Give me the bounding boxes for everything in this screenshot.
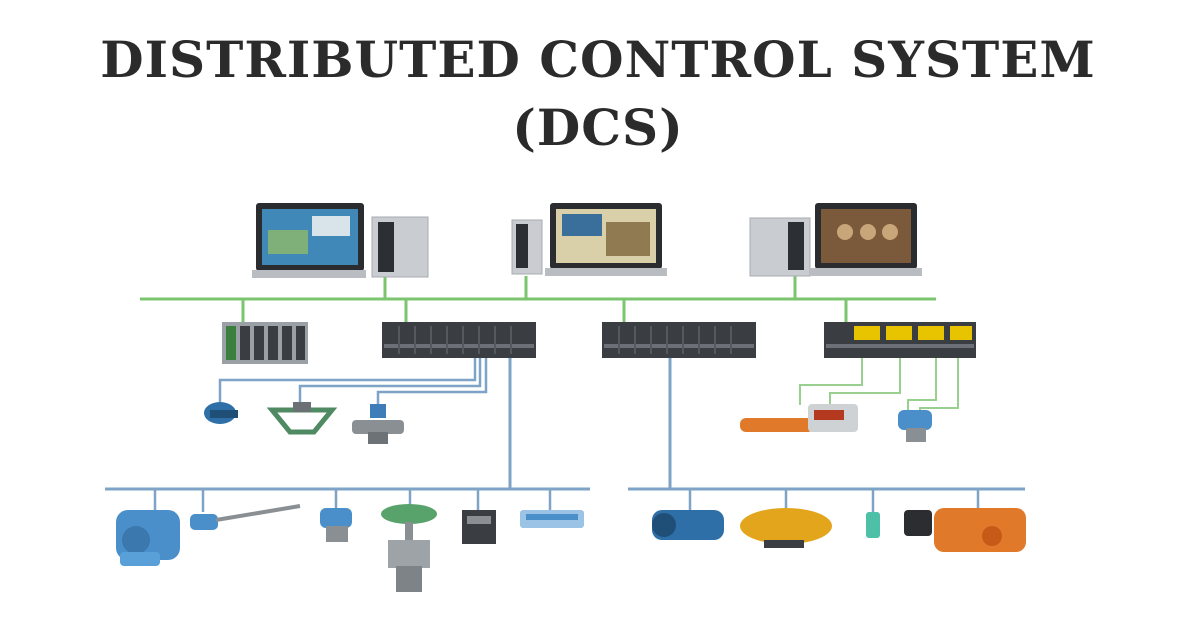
operator-station-1 <box>252 203 429 278</box>
proximity-sensor <box>866 512 880 538</box>
electric-actuator <box>740 404 858 432</box>
control-valve <box>381 504 437 592</box>
diagram-subtitle: (DCS) <box>512 98 684 157</box>
io-module-rack <box>222 322 308 364</box>
junction-box <box>462 510 496 544</box>
motor <box>652 510 724 540</box>
pump <box>116 510 180 566</box>
field-buses <box>105 358 1025 512</box>
pressure-transmitter <box>320 508 352 542</box>
diagram-title: DISTRIBUTED CONTROL SYSTEM <box>100 30 1096 89</box>
actuator-yellow <box>740 508 832 548</box>
control-network <box>140 276 959 412</box>
wire-ctrl1-b <box>298 358 482 402</box>
wire-ctrl3-d <box>919 358 959 412</box>
controller-2 <box>602 322 756 358</box>
terminal-block <box>520 510 584 528</box>
wire-ctrl3-c <box>907 358 937 410</box>
pressure-transmitter-right <box>898 410 932 442</box>
wire-ctrl3-b <box>829 358 901 405</box>
operator-station-3 <box>749 203 922 277</box>
actuator-orange <box>904 508 1026 552</box>
controller-1 <box>382 322 536 358</box>
operator-station-2 <box>511 203 667 276</box>
wire-ctrl1-a <box>218 358 477 402</box>
wire-ctrl1-c <box>376 358 488 405</box>
flow-sensor <box>204 402 238 424</box>
temperature-probe <box>190 504 301 530</box>
wire-ctrl3-a <box>799 358 863 405</box>
controller-3 <box>824 322 976 358</box>
pressure-valve <box>352 404 404 444</box>
orifice-flow-element <box>266 402 338 435</box>
